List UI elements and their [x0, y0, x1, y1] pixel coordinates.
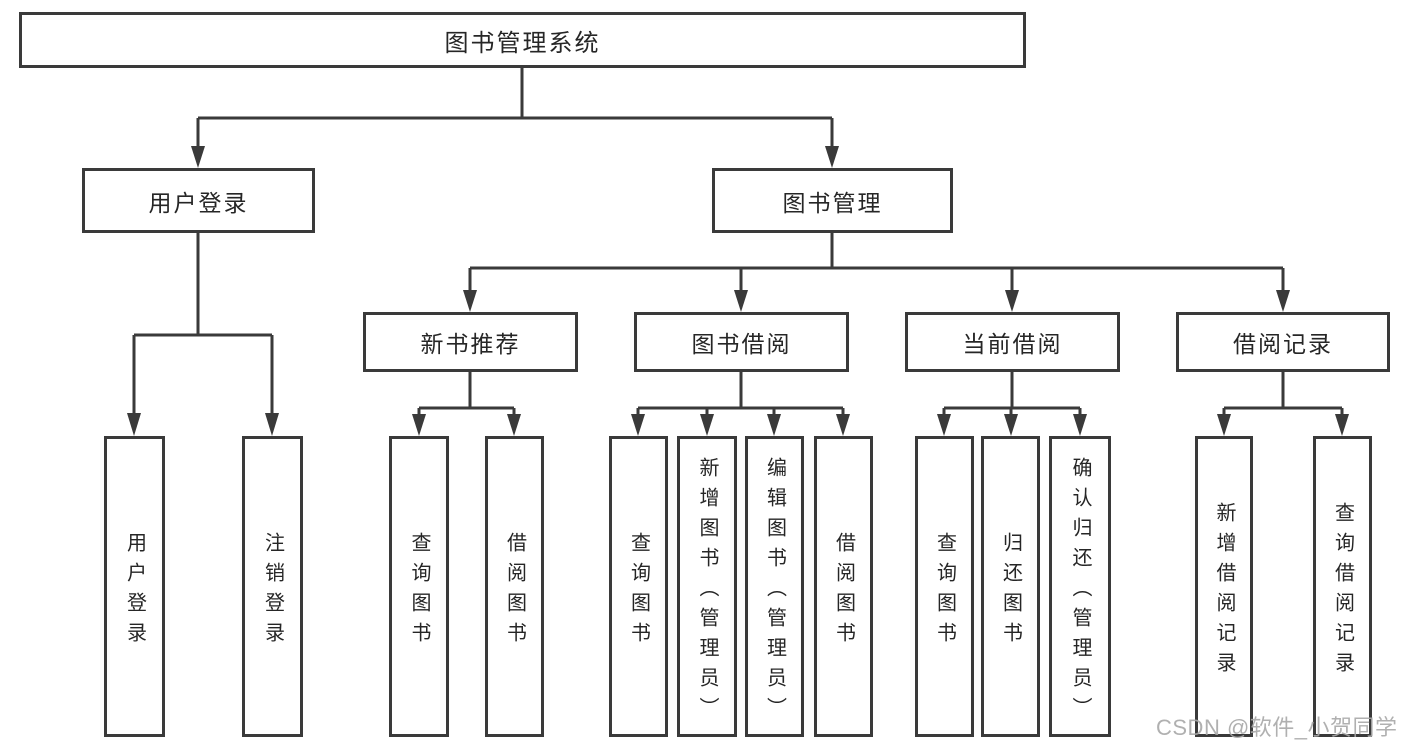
leaf-return-book: 归还图书 — [981, 436, 1040, 737]
leaf-query-books-recommend-label: 查询图书 — [408, 531, 430, 652]
leaf-confirm-return-admin-label: 确认归还（管理员） — [1069, 456, 1091, 727]
node-book-management: 图书管理 — [712, 168, 953, 233]
leaf-query-books-current: 查询图书 — [915, 436, 974, 737]
node-book-management-label: 图书管理 — [782, 189, 883, 216]
leaf-return-book-label: 归还图书 — [999, 531, 1022, 652]
leaf-borrow-books-recommend: 借阅图书 — [485, 436, 544, 737]
node-root-label: 图书管理系统 — [444, 29, 601, 57]
node-new-book-recommend: 新书推荐 — [363, 312, 578, 372]
leaf-add-book-admin-label: 新增图书（管理员） — [696, 456, 718, 727]
leaf-confirm-return-admin: 确认归还（管理员） — [1049, 436, 1111, 737]
node-new-book-recommend-label: 新书推荐 — [420, 331, 521, 357]
leaf-edit-book-admin-label: 编辑图书（管理员） — [763, 456, 786, 727]
leaf-logout: 注销登录 — [242, 436, 303, 737]
leaf-logout-label: 注销登录 — [261, 531, 284, 652]
leaf-query-books-recommend: 查询图书 — [389, 436, 449, 737]
arrowheads — [127, 146, 1349, 436]
node-root: 图书管理系统 — [19, 12, 1026, 68]
leaf-borrow-books-recommend-label: 借阅图书 — [503, 531, 526, 652]
leaf-add-borrow-record-label: 新增借阅记录 — [1213, 501, 1235, 682]
leaf-query-borrow-record: 查询借阅记录 — [1313, 436, 1372, 737]
node-borrow-records: 借阅记录 — [1176, 312, 1390, 372]
node-current-borrow-label: 当前借阅 — [962, 331, 1063, 357]
leaf-borrow-books-label: 借阅图书 — [832, 531, 855, 652]
leaf-edit-book-admin: 编辑图书（管理员） — [745, 436, 804, 737]
leaf-add-borrow-record: 新增借阅记录 — [1195, 436, 1253, 737]
leaf-query-books-current-label: 查询图书 — [933, 531, 956, 652]
node-book-borrow-label: 图书借阅 — [691, 331, 792, 357]
leaf-query-books-borrow-label: 查询图书 — [627, 531, 650, 652]
leaf-borrow-books: 借阅图书 — [814, 436, 873, 737]
leaf-query-books-borrow: 查询图书 — [609, 436, 668, 737]
node-current-borrow: 当前借阅 — [905, 312, 1120, 372]
node-user-login-label: 用户登录 — [148, 189, 249, 216]
leaf-query-borrow-record-label: 查询借阅记录 — [1331, 501, 1354, 682]
leaf-add-book-admin: 新增图书（管理员） — [677, 436, 737, 737]
watermark-text: CSDN @软件_小贺同学 — [1156, 715, 1398, 740]
node-user-login: 用户登录 — [82, 168, 315, 233]
node-book-borrow: 图书借阅 — [634, 312, 849, 372]
node-borrow-records-label: 借阅记录 — [1233, 331, 1333, 357]
leaf-user-login: 用户登录 — [104, 436, 165, 737]
leaf-user-login-label: 用户登录 — [123, 531, 146, 652]
